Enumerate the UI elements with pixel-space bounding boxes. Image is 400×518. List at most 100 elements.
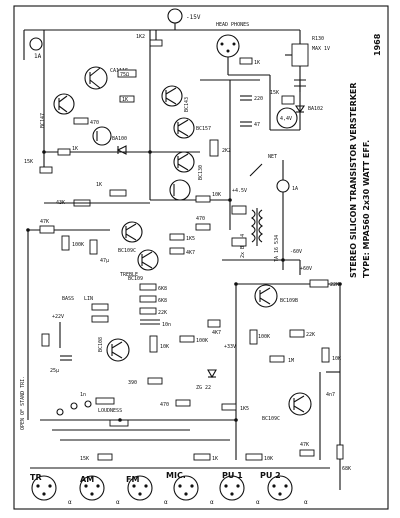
title-block: STEREO SILICON TRANSISTOR VERSTERKER TYP… <box>349 82 371 278</box>
sheet-frame <box>13 5 389 510</box>
input-pu2-label: PU 2 <box>260 471 281 480</box>
r-100k-b: 100K <box>196 338 208 344</box>
c-220-out: 220 <box>254 96 263 102</box>
q-mid2-label: BC157 <box>196 126 211 132</box>
input-tr[interactable]: TR <box>30 473 57 501</box>
zener-meter: BA102 <box>308 106 323 112</box>
r-47k-a: 47K <box>40 219 49 225</box>
input-pu1-label: PU 1 <box>222 471 243 480</box>
alpha-5: α <box>256 499 260 506</box>
input-tr-label: TR <box>30 473 42 482</box>
r-2k2-out: 2K2 <box>222 148 231 154</box>
junction-dots <box>26 150 342 422</box>
r130-label: R130 <box>312 36 324 42</box>
max-1v-label: MAX 1V <box>312 46 330 52</box>
r-470-b: 470 <box>160 402 169 408</box>
treble-label: TREBLE <box>120 272 138 278</box>
plus22-label: +22V <box>52 314 64 320</box>
input-mic-label: MIC. <box>166 471 186 480</box>
plus33-label: +33V <box>224 344 236 350</box>
q-mid1-label: BC143 <box>184 97 190 112</box>
r-22k-b: 22K <box>330 282 339 288</box>
q3-label: BC108 <box>98 337 104 352</box>
trafo-label: TA 16 534 <box>274 235 280 262</box>
r-470-out: 470 <box>90 120 99 126</box>
r-22k-a: 22K <box>158 310 167 316</box>
r-15k-meter: 15K <box>270 90 279 96</box>
input-connectors: TR AM FM MIC. PU 1 <box>30 442 330 506</box>
c-47-out: 47 <box>254 122 260 128</box>
neg-rail-label: -60V <box>290 249 302 255</box>
r-10k-b: 10K <box>332 356 341 362</box>
c-4n7-a: 4n7 <box>326 392 335 398</box>
open-of-stand-label: OPEN OF STAND TRI. <box>20 376 26 430</box>
r-1k-out: 1K <box>122 97 128 103</box>
r-1k5-b: 1K5 <box>240 406 249 412</box>
q-mid3-label: BC130 <box>198 165 204 180</box>
alpha-3: α <box>164 499 168 506</box>
r-1k5-a: 1K5 <box>186 236 195 242</box>
pos-rail-label: +60V <box>300 266 312 272</box>
r-470-a: 470 <box>196 216 205 222</box>
alpha-2: α <box>116 499 120 506</box>
r-1m-a: 1M <box>288 358 294 364</box>
q-drv1-label: BC147 <box>40 113 46 128</box>
input-pu1[interactable]: PU 1 <box>219 471 245 501</box>
input-fm-label: FM <box>126 475 139 484</box>
input-am[interactable]: AM <box>79 475 105 501</box>
r-1k-head: 1K <box>254 60 260 66</box>
output-stage: CA111F BC147 470 BA100 75Ω 1K 1K 15K BC1… <box>24 30 263 230</box>
bass-label: BASS <box>62 296 74 302</box>
loudness-label: LOUDNESS <box>98 408 122 414</box>
r-4k7-a: 4K7 <box>186 250 195 256</box>
zener-pre: ZG 22 <box>196 385 211 391</box>
r-75: 75Ω <box>120 72 129 78</box>
r-1200: 1K2 <box>136 34 145 40</box>
year-label: 1968 <box>373 33 382 56</box>
r-390-a: 390 <box>128 380 137 386</box>
alpha-6: α <box>304 499 308 506</box>
cap-1n-label: 1n <box>80 392 86 398</box>
r-10k-a: 10K <box>160 344 169 350</box>
r-100k-c: 100K <box>258 334 270 340</box>
r-6k8-a: 6K8 <box>158 286 167 292</box>
cap-pos-label: +4.5V <box>232 188 247 194</box>
c-47u-a: 47μ <box>100 258 109 264</box>
r-1k-in: 1K <box>212 456 218 462</box>
meter-label: 4,4V <box>280 116 292 122</box>
alpha-1: α <box>68 499 72 506</box>
alpha-4: α <box>210 499 214 506</box>
top-rail: 1A -15V 1K2 <box>23 8 300 140</box>
r-15k-in: 15K <box>80 456 89 462</box>
title-line-2: TYPE: MPA560 2x30 WATT EFF. <box>362 140 371 278</box>
r-1k-ac: 1K <box>96 182 102 188</box>
r-22k-c: 22K <box>306 332 315 338</box>
fuse-a-label: 1A <box>34 53 42 60</box>
minus15-label: -15V <box>186 14 201 21</box>
r-47k-in: 47K <box>300 442 309 448</box>
r-10k-in: 10K <box>264 456 273 462</box>
power-supply: NET 1A TA 16 534 2x BY164 +4.5V -60V +60… <box>222 154 312 275</box>
title-line-1: STEREO SILICON TRANSISTOR VERSTERKER <box>349 82 358 278</box>
r-4k7-b: 4K7 <box>212 330 221 336</box>
preamp-section: 47K BC109C BC109 100K 47μ 1K5 4K7 470 BA… <box>20 216 351 490</box>
input-mic[interactable]: MIC. <box>166 471 199 501</box>
net-label: NET <box>268 154 277 160</box>
c-25u-a: 25μ <box>50 368 59 374</box>
input-am-label: AM <box>80 475 94 484</box>
q1-label: BC109C <box>118 248 136 254</box>
d1-label: BA100 <box>112 136 127 142</box>
r-100k-a: 100K <box>72 242 84 248</box>
r-15k-out: 15K <box>24 159 33 165</box>
r-68k-a: 68K <box>342 466 351 472</box>
input-pu2[interactable]: PU 2 <box>260 471 293 501</box>
c-10n-a: 10n <box>162 322 171 328</box>
q2-label: BC109 <box>128 276 143 282</box>
q4-label: BC109B <box>280 298 298 304</box>
input-fm[interactable]: FM <box>126 475 153 501</box>
r-6k8-b: 6K8 <box>158 298 167 304</box>
fuse-b-label: 1A <box>292 186 298 192</box>
r-1k-b: 1K <box>72 146 78 152</box>
head-phones-label: HEAD PHONES <box>216 22 249 28</box>
